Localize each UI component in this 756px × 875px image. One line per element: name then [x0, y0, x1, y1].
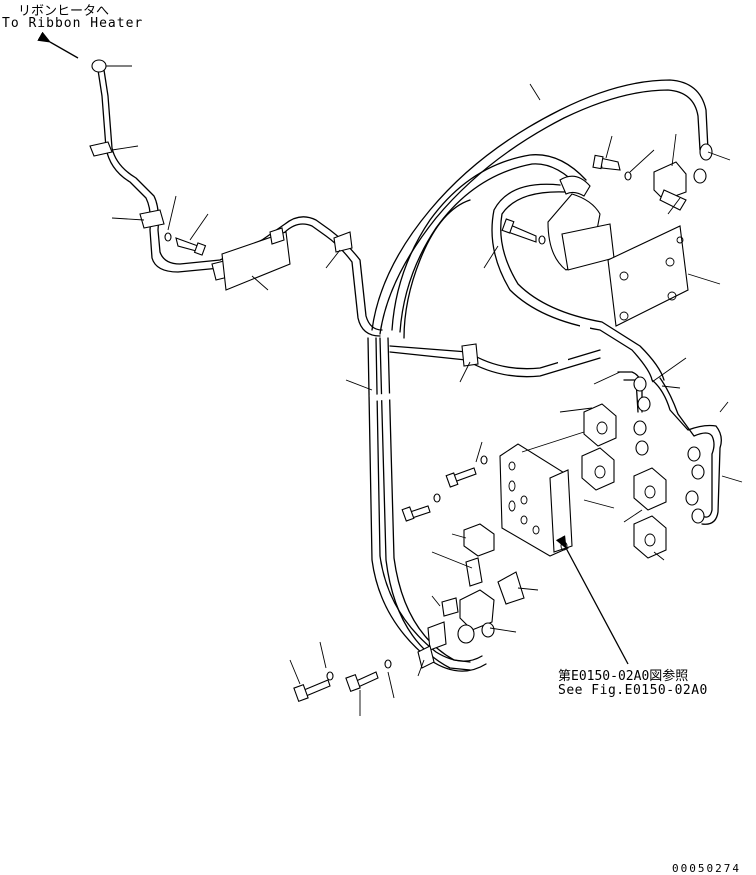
ribbon-heater-harness — [89, 59, 383, 337]
ribbon-heater-arrow — [37, 31, 79, 59]
leader-lines-left — [106, 65, 341, 291]
leader-lines-breakers — [475, 357, 743, 561]
reference-arrow — [555, 535, 629, 665]
leader-lines-middle — [345, 83, 541, 391]
drawing-number: 00050274 — [672, 862, 741, 875]
lower-relays — [293, 523, 525, 702]
ribbon-heater-label-en: To Ribbon Heater — [2, 16, 144, 31]
reference-label-en: See Fig.E0150-02A0 — [558, 683, 708, 698]
main-harness-loop — [367, 79, 709, 672]
leader-lines-lower — [289, 533, 539, 716]
relay-assembly — [501, 143, 713, 327]
right-harness — [617, 371, 722, 525]
leader-lines-upper-right — [605, 133, 731, 285]
circuit-breakers — [401, 403, 667, 559]
ribbon-heater-label-jp: リボンヒータへ — [18, 4, 110, 19]
reference-label-jp: 第E0150-02A0図参照 — [558, 669, 689, 684]
